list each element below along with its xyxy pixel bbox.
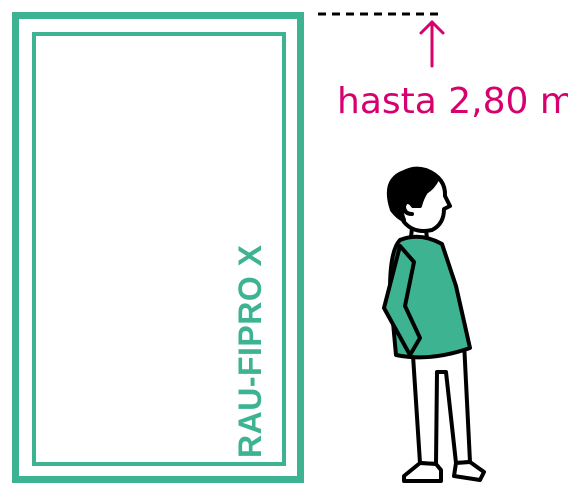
standing-person-icon: [384, 169, 484, 481]
person-shoes: [404, 462, 484, 481]
arrow-up-icon: [421, 22, 443, 66]
product-name-label: RAU-FIPRO X: [232, 244, 268, 458]
product-panel: RAU-FIPRO X: [16, 16, 301, 480]
person-ear: [404, 202, 413, 214]
max-height-label: hasta 2,80 m: [337, 81, 568, 122]
height-indicator: hasta 2,80 m: [318, 14, 568, 122]
